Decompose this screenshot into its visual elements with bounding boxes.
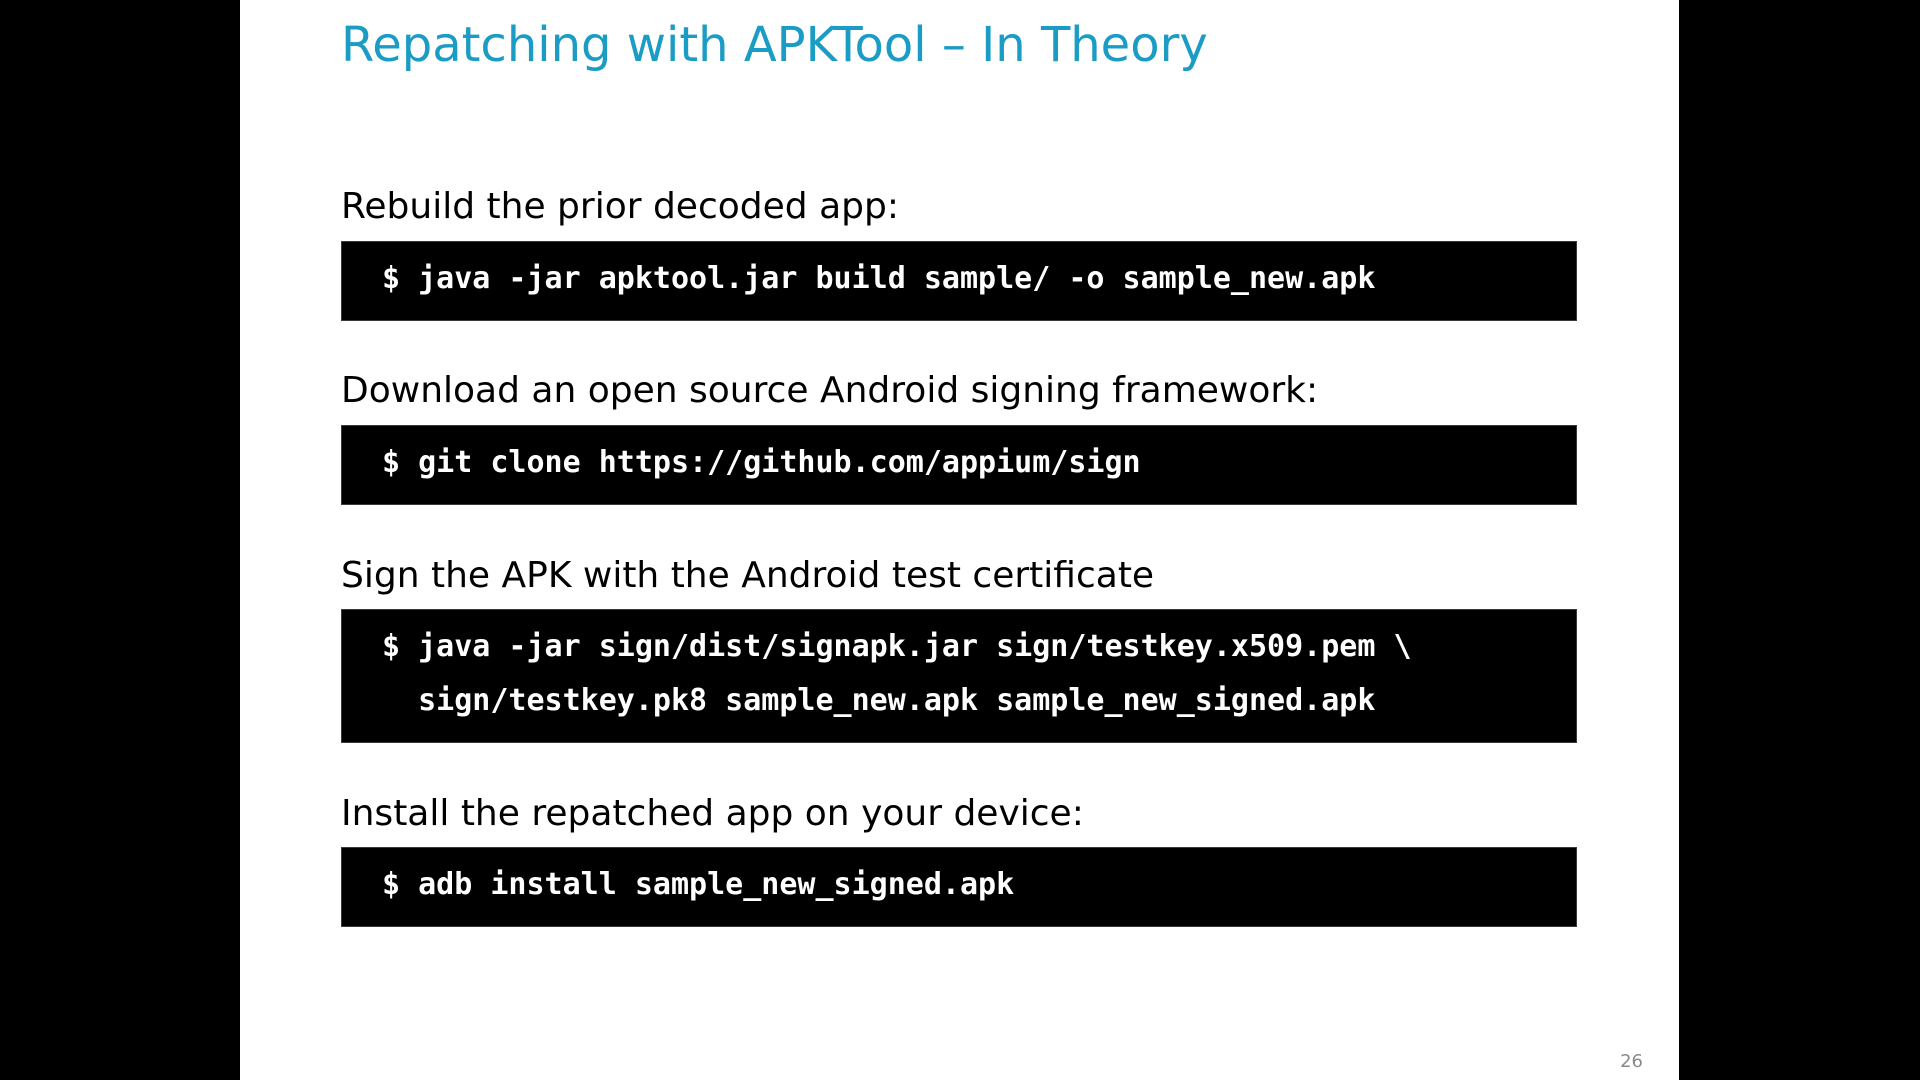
code-line: $ adb install sample_new_signed.apk [382, 867, 1015, 902]
step-install-code-block: $ adb install sample_new_signed.apk [341, 847, 1577, 927]
code-line: $ git clone https://github.com/appium/si… [382, 445, 1141, 480]
code-line: $ java -jar sign/dist/signapk.jar sign/t… [382, 629, 1412, 664]
code-line: $ java -jar apktool.jar build sample/ -o… [382, 261, 1376, 296]
step-rebuild-heading: Rebuild the prior decoded app: [341, 186, 899, 227]
step-download-code-block: $ git clone https://github.com/appium/si… [341, 425, 1577, 505]
step-install-heading: Install the repatched app on your device… [341, 793, 1084, 834]
step-sign-code-block: $ java -jar sign/dist/signapk.jar sign/t… [341, 609, 1577, 743]
slide-title: Repatching with APKTool – In Theory [341, 17, 1208, 73]
slide: Repatching with APKTool – In Theory Rebu… [240, 0, 1679, 1080]
step-rebuild-code-block: $ java -jar apktool.jar build sample/ -o… [341, 241, 1577, 321]
page-number: 26 [1620, 1051, 1643, 1072]
step-sign-heading: Sign the APK with the Android test certi… [341, 555, 1155, 596]
step-download-heading: Download an open source Android signing … [341, 370, 1319, 411]
code-line: sign/testkey.pk8 sample_new.apk sample_n… [382, 683, 1376, 718]
